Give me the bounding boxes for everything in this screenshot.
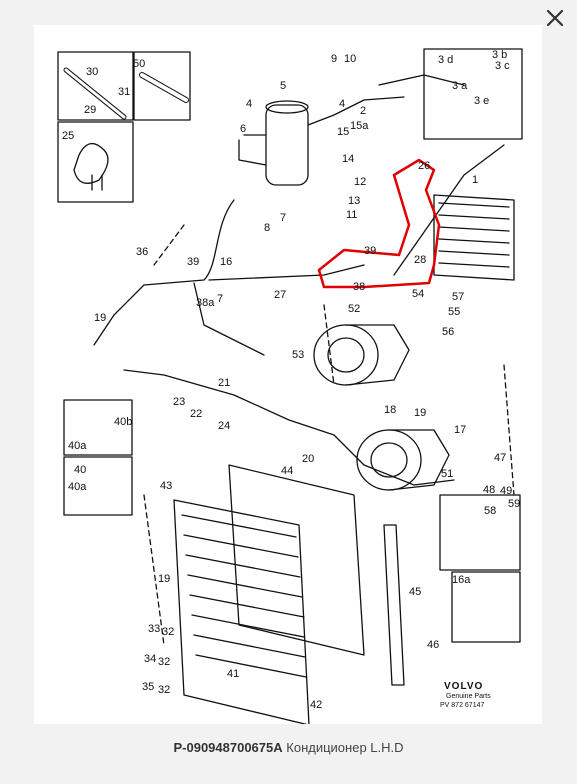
callout-50[interactable]: 50 — [133, 58, 145, 70]
callout-23[interactable]: 23 — [173, 396, 185, 408]
callout-39-top[interactable]: 39 — [364, 245, 376, 257]
callout-47[interactable]: 47 — [494, 452, 506, 464]
callout-42[interactable]: 42 — [310, 699, 322, 711]
callout-40b[interactable]: 40b — [114, 416, 132, 428]
callout-7-top[interactable]: 7 — [280, 212, 286, 224]
callout-40a-lower[interactable]: 40a — [68, 481, 87, 493]
inset-box-clip — [57, 121, 134, 203]
callout-17[interactable]: 17 — [454, 424, 466, 436]
callout-43[interactable]: 43 — [160, 480, 172, 492]
callout-38a[interactable]: 38a — [196, 297, 215, 309]
callout-51[interactable]: 51 — [441, 468, 453, 480]
callout-29[interactable]: 29 — [84, 104, 96, 116]
callout-4-left[interactable]: 4 — [246, 98, 252, 110]
callout-3d[interactable]: 3 d — [438, 54, 453, 66]
callout-34[interactable]: 34 — [144, 653, 156, 665]
close-button[interactable] — [541, 4, 569, 32]
callout-19-lower[interactable]: 19 — [158, 573, 170, 585]
callout-22[interactable]: 22 — [190, 408, 202, 420]
callout-58[interactable]: 58 — [484, 505, 496, 517]
callout-26[interactable]: 26 — [418, 160, 430, 172]
callout-40[interactable]: 40 — [74, 464, 86, 476]
callout-21[interactable]: 21 — [218, 377, 230, 389]
highlighted-hose-outline — [317, 158, 441, 289]
callout-33[interactable]: 33 — [148, 623, 160, 635]
callout-5[interactable]: 5 — [280, 80, 286, 92]
callout-7-mid[interactable]: 7 — [217, 293, 223, 305]
callout-45[interactable]: 45 — [409, 586, 421, 598]
callout-3c[interactable]: 3 c — [495, 60, 510, 72]
callout-46[interactable]: 46 — [427, 639, 439, 651]
brand-subtitle: Genuine Parts — [446, 693, 491, 700]
callout-39-left[interactable]: 39 — [187, 256, 199, 268]
callout-19-upper[interactable]: 19 — [94, 312, 106, 324]
caption-code: P-090948700675A — [173, 740, 283, 755]
callout-57[interactable]: 57 — [452, 291, 464, 303]
callout-28[interactable]: 28 — [414, 254, 426, 266]
callout-32-a[interactable]: 32 — [162, 626, 174, 638]
callout-40a-upper[interactable]: 40a — [68, 440, 87, 452]
callout-15a[interactable]: 15a — [350, 120, 369, 132]
condenser-radiator — [173, 499, 310, 724]
callout-24[interactable]: 24 — [218, 420, 230, 432]
callout-44[interactable]: 44 — [281, 465, 293, 477]
callout-55[interactable]: 55 — [448, 306, 460, 318]
callout-59[interactable]: 59 — [508, 498, 520, 510]
part-number: PV 872 67147 — [440, 702, 484, 709]
callout-19-right[interactable]: 19 — [414, 407, 426, 419]
brand-logo: VOLVO — [444, 681, 483, 692]
callout-31[interactable]: 31 — [118, 86, 130, 98]
callout-49[interactable]: 49 — [500, 485, 512, 497]
image-caption: P-090948700675A Кондиционер L.H.D — [0, 740, 577, 755]
close-icon — [546, 9, 564, 27]
callout-16a[interactable]: 16a — [452, 574, 471, 586]
callout-20[interactable]: 20 — [302, 453, 314, 465]
callout-30[interactable]: 30 — [86, 66, 98, 78]
callout-1[interactable]: 1 — [472, 174, 478, 186]
callout-4-right[interactable]: 4 — [339, 98, 345, 110]
inset-box-40b — [63, 399, 133, 456]
callout-53[interactable]: 53 — [292, 349, 304, 361]
callout-3a[interactable]: 3 a — [452, 80, 468, 92]
callout-13[interactable]: 13 — [348, 195, 360, 207]
callout-18[interactable]: 18 — [384, 404, 396, 416]
callout-2[interactable]: 2 — [360, 105, 366, 117]
callout-12[interactable]: 12 — [354, 176, 366, 188]
callout-48[interactable]: 48 — [483, 484, 495, 496]
inset-box-16a — [451, 571, 521, 643]
callout-52[interactable]: 52 — [348, 303, 360, 315]
inset-box-58 — [439, 494, 521, 571]
callout-38[interactable]: 38 — [353, 281, 365, 293]
parts-diagram-drawing: 30 50 9 10 3 d 3 b 3 c 3 a 3 e 31 29 5 4… — [57, 48, 523, 724]
callout-36[interactable]: 36 — [136, 246, 148, 258]
callout-16[interactable]: 16 — [220, 256, 232, 268]
callout-35[interactable]: 35 — [142, 681, 154, 693]
callout-6[interactable]: 6 — [240, 123, 246, 135]
callout-10[interactable]: 10 — [344, 53, 356, 65]
callout-41[interactable]: 41 — [227, 668, 239, 680]
callout-27[interactable]: 27 — [274, 289, 286, 301]
callout-14[interactable]: 14 — [342, 153, 354, 165]
callout-25[interactable]: 25 — [62, 130, 74, 142]
callout-11[interactable]: 11 — [346, 209, 357, 221]
callout-54[interactable]: 54 — [412, 288, 424, 300]
compressor-upper — [313, 324, 379, 386]
inset-box-40 — [63, 456, 133, 516]
compressor-lower — [356, 429, 422, 491]
callout-32-c[interactable]: 32 — [158, 684, 170, 696]
inset-box-switch — [423, 48, 523, 140]
inset-box-hose — [57, 51, 134, 121]
inset-box-grommet — [133, 51, 191, 121]
callout-9[interactable]: 9 — [331, 53, 337, 65]
callout-3e[interactable]: 3 e — [474, 95, 489, 107]
parts-diagram: 30 50 9 10 3 d 3 b 3 c 3 a 3 e 31 29 5 4… — [34, 25, 542, 724]
callout-15[interactable]: 15 — [337, 126, 349, 138]
callout-3b[interactable]: 3 b — [492, 49, 507, 61]
callout-8[interactable]: 8 — [264, 222, 270, 234]
callout-32-b[interactable]: 32 — [158, 656, 170, 668]
caption-title: Кондиционер L.H.D — [286, 740, 404, 755]
callout-56[interactable]: 56 — [442, 326, 454, 338]
receiver-drier — [265, 104, 309, 186]
